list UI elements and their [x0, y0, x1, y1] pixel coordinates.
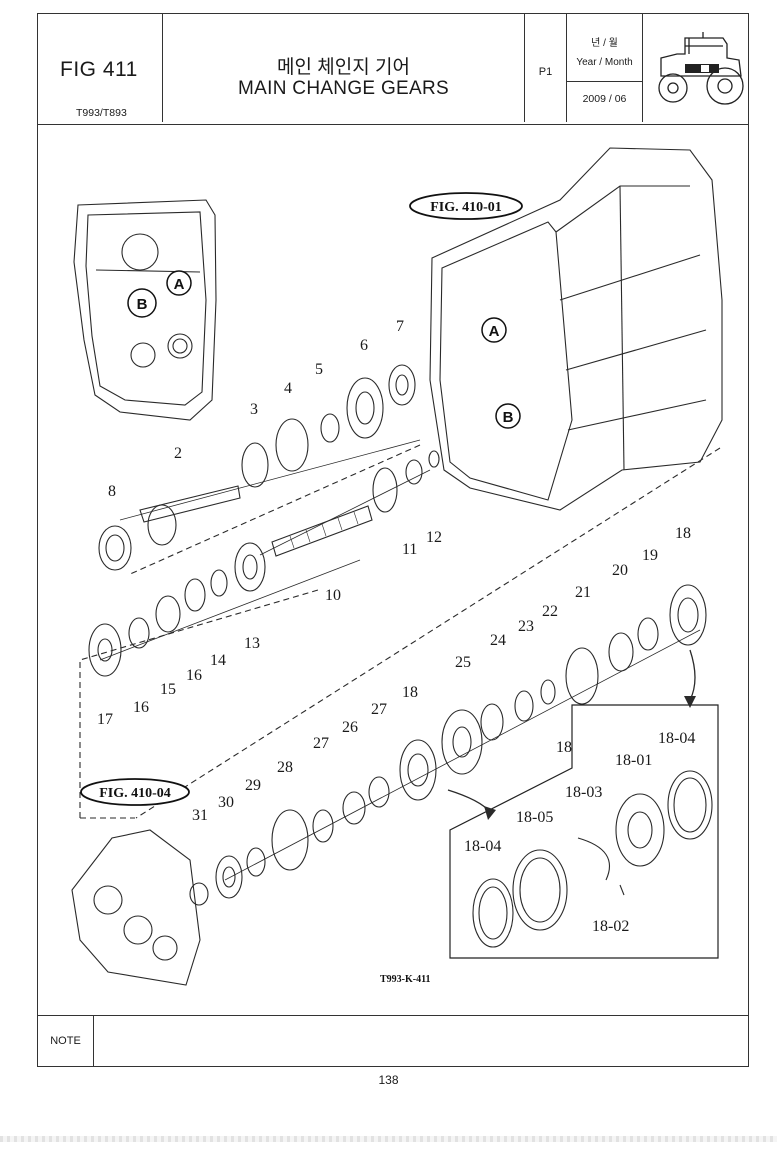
callout-13: 13 [244, 635, 260, 652]
svg-text:B: B [503, 409, 514, 426]
arrow-head-icon [684, 696, 696, 708]
title-cell: 메인 체인지 기어 MAIN CHANGE GEARS [163, 14, 525, 122]
svg-text:FIG. 410-04: FIG. 410-04 [99, 786, 171, 801]
svg-text:B: B [137, 296, 148, 313]
callout-16: 16 [133, 699, 149, 716]
view-marker-b: B [127, 288, 157, 318]
page-title: MAIN CHANGE GEARS [238, 78, 449, 99]
callout-10: 10 [325, 587, 341, 604]
callout-15: 15 [160, 681, 176, 698]
callout-18-04: 18-04 [658, 730, 695, 747]
view-marker-a: A [481, 317, 507, 343]
fig-ref-410-04: FIG. 410-04 [80, 778, 190, 806]
callout-14: 14 [210, 652, 226, 669]
callout-18-05: 18-05 [516, 809, 553, 826]
page-code-cell: P1 [525, 14, 567, 122]
fig-ref-410-01: FIG. 410-01 [409, 192, 523, 220]
revision-date: 2009 / 06 [582, 93, 627, 105]
thumbnail-cell [643, 14, 748, 122]
tractor-icon [658, 32, 744, 105]
drawing-code: T993-K-411 [380, 974, 431, 985]
arrow-head-icon [484, 806, 496, 820]
callout-16: 16 [186, 667, 202, 684]
title-block: FIG 411 T993/T893 메인 체인지 기어 MAIN CHANGE … [38, 14, 748, 125]
svg-text:FIG. 410-01: FIG. 410-01 [430, 200, 502, 215]
callout-27: 27 [371, 701, 387, 718]
callout-17: 17 [97, 711, 113, 728]
callout-26: 26 [342, 719, 358, 736]
callout-11: 11 [402, 541, 417, 558]
callout-6: 6 [360, 337, 368, 354]
callout-31: 31 [192, 807, 208, 824]
page-title-korean: 메인 체인지 기어 [277, 57, 410, 78]
callout-8: 8 [108, 483, 116, 500]
view-marker-a: A [166, 270, 192, 296]
callout-labels: 2 3 4 5 6 7 8 10 11 12 13 14 15 16 16 17… [97, 318, 695, 935]
callout-28: 28 [277, 759, 293, 776]
rear-cover [71, 829, 201, 986]
note-row: NOTE [38, 1015, 748, 1068]
callout-18-04: 18-04 [464, 838, 501, 855]
callout-18: 18 [556, 739, 572, 756]
callout-3: 3 [250, 401, 258, 418]
page-code: P1 [538, 66, 553, 78]
parts-catalog-sheet: FIG 411 T993/T893 메인 체인지 기어 MAIN CHANGE … [37, 13, 749, 1067]
view-marker-b: B [495, 403, 521, 429]
callout-25: 25 [455, 654, 471, 671]
transmission-housing [429, 147, 723, 511]
model-code: T993/T893 [76, 107, 127, 119]
front-cover-inset [73, 199, 217, 421]
callout-18-01: 18-01 [615, 752, 652, 769]
fig-number: FIG 411 [60, 58, 138, 81]
callout-18-02: 18-02 [592, 918, 629, 935]
divider [567, 81, 642, 82]
year-month-label: Year / Month [576, 57, 633, 68]
callout-5: 5 [315, 361, 323, 378]
callout-21: 21 [575, 584, 591, 601]
svg-text:A: A [174, 276, 185, 293]
page-number: 138 [378, 1073, 399, 1087]
callout-12: 12 [426, 529, 442, 546]
note-label: NOTE [38, 1016, 94, 1067]
callout-29: 29 [245, 777, 261, 794]
scan-artifact [0, 1136, 777, 1142]
year-month-label-korean: 년 / 월 [591, 38, 618, 49]
callout-27: 27 [313, 735, 329, 752]
callout-4: 4 [284, 380, 292, 397]
callout-30: 30 [218, 794, 234, 811]
year-month-cell: 년 / 월 Year / Month 2009 / 06 [567, 14, 643, 122]
callout-24: 24 [490, 632, 506, 649]
callout-18: 18 [402, 684, 418, 701]
callout-18-03: 18-03 [565, 784, 602, 801]
callout-22: 22 [542, 603, 558, 620]
callout-23: 23 [518, 618, 534, 635]
callout-19: 19 [642, 547, 658, 564]
svg-text:A: A [489, 323, 500, 340]
callout-2: 2 [174, 445, 182, 462]
callout-7: 7 [396, 318, 404, 335]
fig-number-cell: FIG 411 T993/T893 [38, 14, 163, 122]
callout-20: 20 [612, 562, 628, 579]
callout-18: 18 [675, 525, 691, 542]
